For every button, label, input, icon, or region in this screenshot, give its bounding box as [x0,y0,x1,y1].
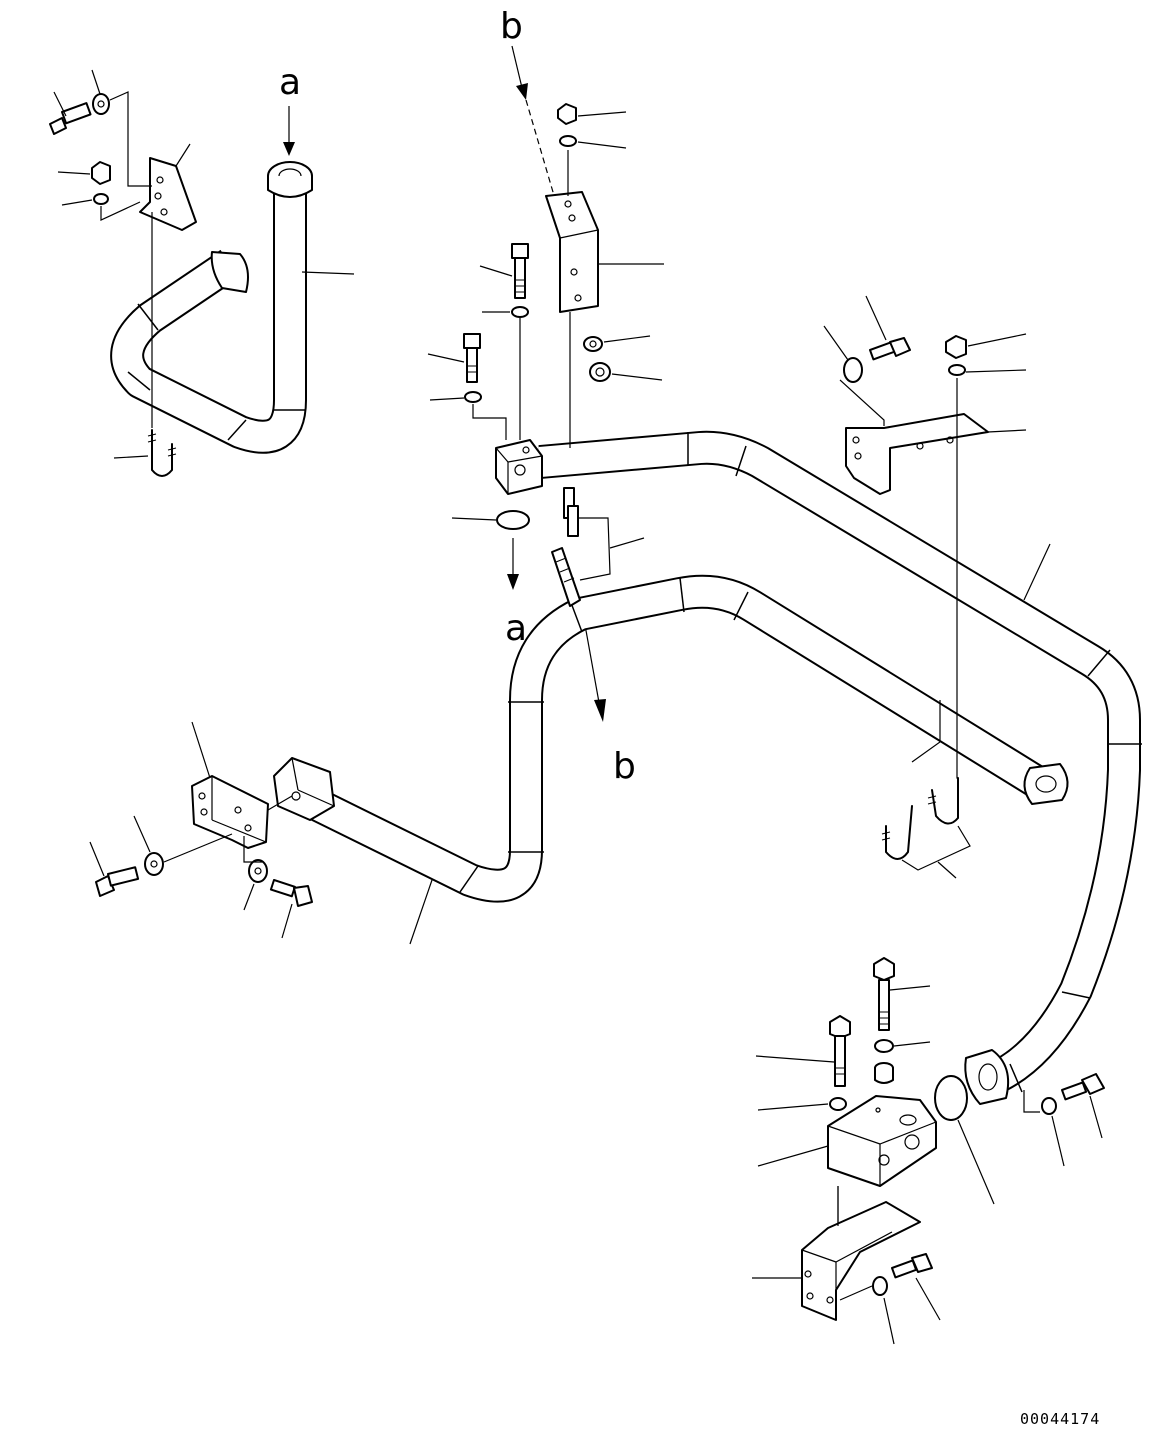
right-u-bolts [881,700,971,879]
bottom-right-flange-washer [1023,1090,1065,1167]
upper-middle-bracket [545,150,664,448]
upper-left-nut [57,161,111,185]
bottom-right-small-washer [757,1097,847,1111]
middle-bolt [427,333,481,383]
lower-long-pipe [273,574,1069,903]
upper-left-pipe [110,161,313,454]
middle-bolt-washer [429,391,507,440]
lower-left-washer [133,815,233,876]
bottom-right-o-ring [934,1075,995,1205]
upper-left-bracket [139,157,197,231]
leader-upper-left-bracket [175,143,191,167]
upper-right-bracket [845,413,1027,495]
bottom-right-bracket-bolt [891,1253,941,1321]
bottom-right-flange-bolt [1061,1073,1105,1139]
bottom-right-long-bolt [873,957,931,1031]
upper-right-nut [945,333,1027,359]
bottom-right-bracket-washer [839,1276,895,1345]
o-ring-middle [451,510,530,530]
upper-right-bolt [865,295,911,361]
upper-middle-washer [559,135,627,149]
drawing-number: 00044174 [1020,1410,1100,1428]
lower-left-second-washer [243,836,268,911]
lower-left-bracket [191,721,293,849]
leader-upper-long-pipe [1023,543,1051,601]
callout-b-middle: b [613,746,636,787]
arrow-a-top [283,106,295,156]
callout-b-top: b [500,6,523,47]
bottom-right-short-bolt [755,1015,851,1087]
arrow-b-middle [584,624,606,722]
bottom-right-spacer [874,1062,894,1084]
upper-left-u-bolt [113,212,177,477]
right-side-nut [589,362,663,382]
bottom-right-washer-top [874,1039,931,1053]
leader-lower-long-pipe [409,879,433,945]
upper-left-bolt [49,91,92,135]
leader-upper-left-pipe [301,271,355,275]
upper-left-small-washer [61,193,141,221]
lower-left-second-bolt [269,879,313,939]
callout-a-middle: a [505,608,527,649]
upper-long-pipe [495,430,1142,1105]
upper-left-washer [91,69,152,187]
bottom-right-bracket [752,1201,921,1321]
studs-middle [551,487,645,607]
right-side-washer [583,335,651,352]
callout-a-top: a [279,62,301,103]
upper-middle-nut [557,103,627,125]
lower-left-bolt [89,841,140,897]
arrow-a-middle [507,538,519,590]
bottom-right-valve-block [757,1095,937,1232]
upper-middle-bolt [479,243,529,299]
upper-middle-bolt-washer [482,306,529,440]
upper-right-small-washer [948,364,1027,780]
upper-right-washer [823,325,885,426]
